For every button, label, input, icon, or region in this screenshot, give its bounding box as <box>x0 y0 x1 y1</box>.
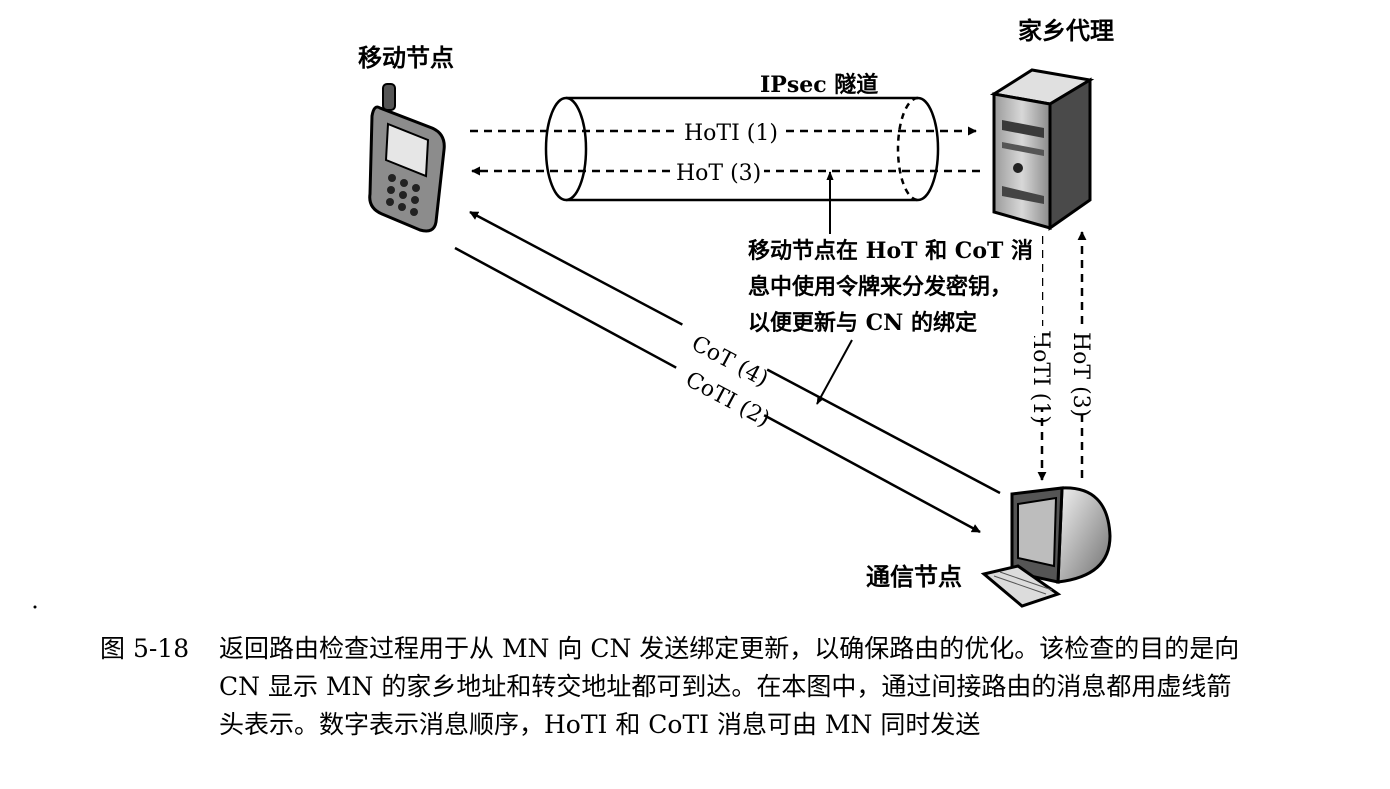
correspondent-node-label: 通信节点 <box>866 562 962 591</box>
ipsec-tunnel-label: IPsec 隧道 <box>760 72 878 98</box>
mobile-phone-icon <box>368 83 446 233</box>
return-routability-diagram: 移动节点 家乡代理 通信节点 IPsec 隧道 HoTI (1) <box>33 16 1114 609</box>
server-icon <box>989 68 1095 231</box>
hot-top-label: HoT (3) <box>676 161 761 186</box>
ipsec-tunnel <box>544 96 940 202</box>
annotation-line-2: 息中使用令牌来分发密钥， <box>748 274 1012 300</box>
caption-line-2: CN 显示 MN 的家乡地址和转交地址都可到达。在本图中，通过间接路由的消息都用… <box>219 672 1232 701</box>
caption-line-3: 头表示。数字表示消息顺序，HoTI 和 CoTI 消息可由 MN 同时发送 <box>219 710 981 739</box>
annotation-pointer-down <box>816 339 853 405</box>
mobile-node-label: 移动节点 <box>358 43 454 72</box>
hot-vertical-label: HoT (3) <box>1068 332 1093 417</box>
margin-dot <box>33 605 37 609</box>
annotation-line-1: 移动节点在 HoT 和 CoT 消 <box>748 238 1033 264</box>
figure-number: 图 5-18 <box>100 634 190 663</box>
hoti-top-label: HoTI (1) <box>684 121 778 146</box>
home-agent-label: 家乡代理 <box>1018 16 1114 45</box>
computer-icon <box>980 486 1112 608</box>
figure-caption: 图 5-18 返回路由检查过程用于从 MN 向 CN 发送绑定更新，以确保路由的… <box>100 630 1370 744</box>
caption-line-1: 返回路由检查过程用于从 MN 向 CN 发送绑定更新，以确保路由的优化。该检查的… <box>219 634 1240 663</box>
annotation-line-3: 以便更新与 CN 的绑定 <box>748 310 977 336</box>
caption-text: 返回路由检查过程用于从 MN 向 CN 发送绑定更新，以确保路由的优化。该检查的… <box>219 630 1370 744</box>
hoti-vertical-label: HoTI (1) <box>1028 330 1053 424</box>
